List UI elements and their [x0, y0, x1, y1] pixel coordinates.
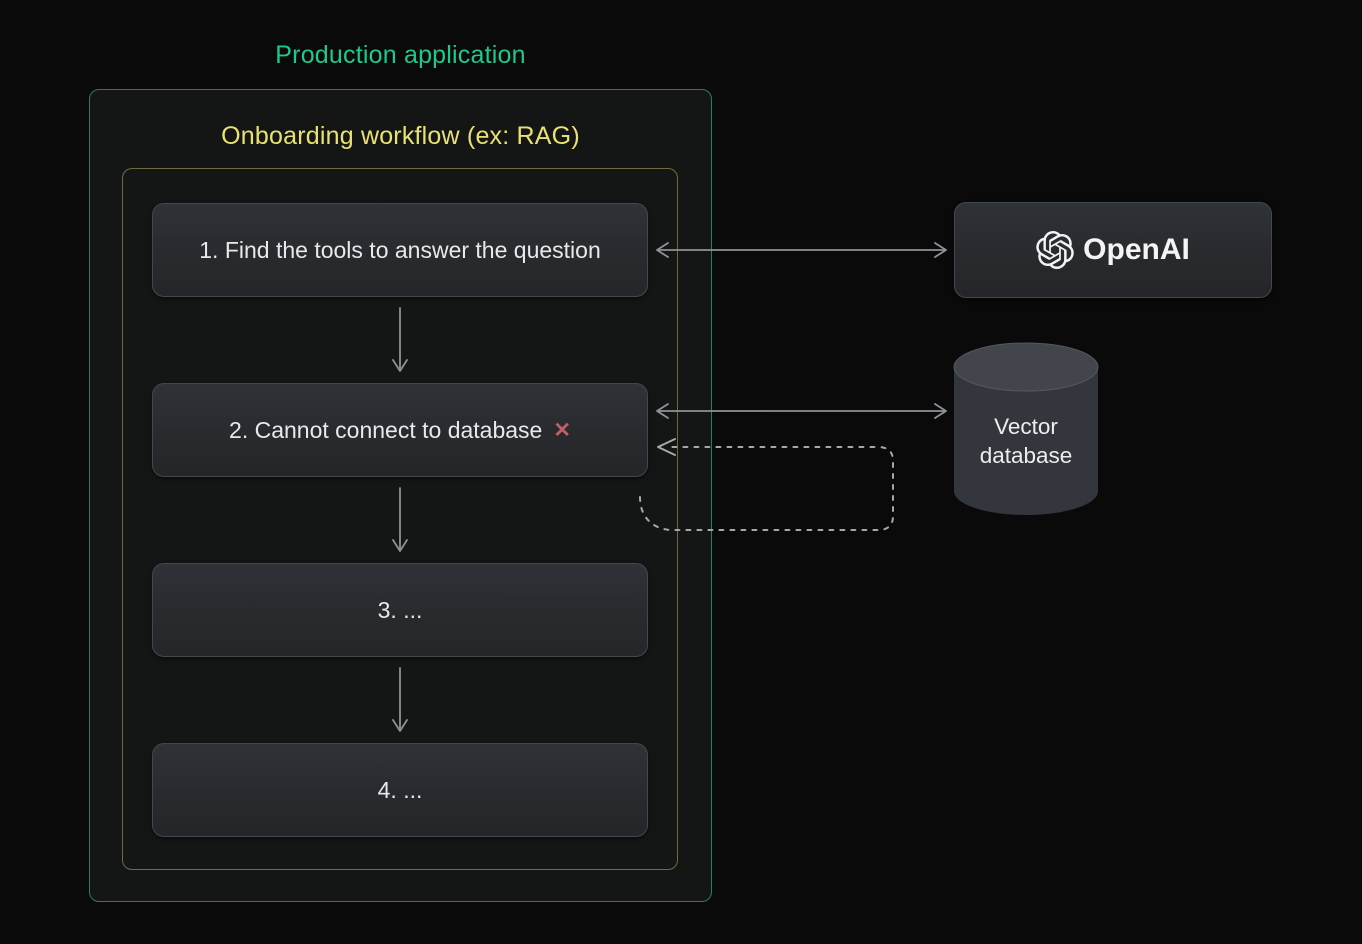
step-box-4: 4. ... — [152, 743, 648, 837]
step-box-3: 3. ... — [152, 563, 648, 657]
step-2-label: 2. Cannot connect to database — [229, 416, 543, 443]
onboarding-workflow-title: Onboarding workflow (ex: RAG) — [221, 122, 580, 150]
openai-logo-icon — [1036, 231, 1074, 269]
openai-label: OpenAI — [1083, 233, 1190, 266]
step-box-1: 1. Find the tools to answer the question — [152, 203, 648, 297]
step-4-label: 4. ... — [377, 776, 423, 803]
openai-service-box: OpenAI — [954, 202, 1272, 298]
vector-database-label: Vector database — [979, 414, 1073, 468]
error-x-icon: ✕ — [553, 418, 571, 442]
step-3-label: 3. ... — [377, 596, 423, 623]
production-application-title: Production application — [275, 41, 526, 69]
step-1-label: 1. Find the tools to answer the question — [199, 236, 601, 263]
step-box-2: 2. Cannot connect to database ✕ — [152, 383, 648, 477]
vector-database-cylinder-icon — [953, 342, 1099, 515]
